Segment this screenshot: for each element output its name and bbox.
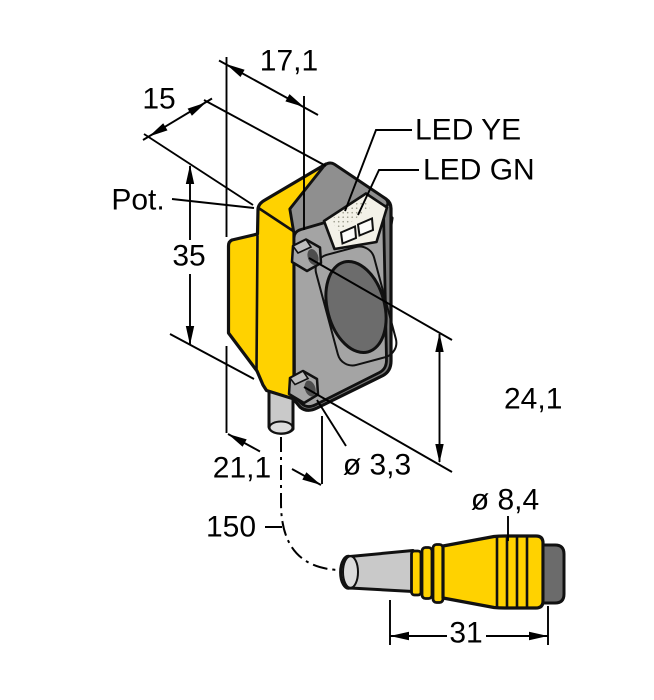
dim-top-depth-ext-upper xyxy=(203,99,327,167)
dim-hole-spacing-arrow-top xyxy=(435,333,444,352)
dim-bottom-depth: 21,1 xyxy=(213,346,323,486)
dim-hole-spacing-ext-top xyxy=(308,257,453,341)
dim-height-arrow-bottom xyxy=(185,326,195,345)
dim-top-depth: 15 xyxy=(142,83,327,206)
dim-height-arrow-top xyxy=(185,165,195,184)
pot-leader xyxy=(171,198,255,209)
led-yellow-leader xyxy=(344,129,412,212)
led-indicator-yellow xyxy=(339,225,358,245)
dim-hole-diameter: ø 3,3 xyxy=(316,399,411,482)
pot-annotation: Pot. xyxy=(111,184,255,217)
dim-bottom-depth-label: 21,1 xyxy=(213,452,271,485)
boot-ring-1 xyxy=(410,549,423,597)
nut-bottom-facet xyxy=(288,369,310,386)
dim-hole-spacing-ext-bottom xyxy=(303,386,453,473)
boot-ring-2 xyxy=(420,546,434,600)
sensor-housing xyxy=(226,161,398,412)
hole-diameter-leader xyxy=(316,399,347,447)
connector-length-label: 31 xyxy=(449,617,482,650)
dim-hole-spacing-arrow-bottom xyxy=(435,444,444,463)
housing-front-left-edge xyxy=(255,234,259,372)
dim-top-width-label: 17,1 xyxy=(260,45,318,78)
hole-diameter-label: ø 3,3 xyxy=(343,449,411,482)
dim-connector-diameter: ø 8,4 xyxy=(471,484,539,541)
dim-bottom-depth-arrow-right xyxy=(302,472,321,485)
connector-length-arrow-right xyxy=(529,631,548,641)
dim-top-width-arrow-right xyxy=(285,94,304,107)
led-green-leader xyxy=(357,169,419,216)
connector-diameter-label: ø 8,4 xyxy=(471,484,539,517)
cable-assembly xyxy=(280,437,566,610)
dim-connector-length: 31 xyxy=(389,600,549,650)
mounting-hole-bottom xyxy=(287,369,320,405)
dim-height-tick-bottom xyxy=(169,333,255,380)
led-window-texture xyxy=(330,199,370,231)
cable-centerline xyxy=(280,437,348,572)
pot-label: Pot. xyxy=(111,184,164,217)
dim-top-width: 17,1 xyxy=(218,45,319,237)
cable-stub-end-face xyxy=(268,420,294,435)
led-annotations: LED YE LED GN xyxy=(344,114,535,216)
dim-top-depth-arrow-lower xyxy=(149,123,168,137)
dim-height: 35 xyxy=(169,165,255,380)
led-indicator-green xyxy=(356,217,375,237)
lens xyxy=(324,259,388,355)
led-yellow-label: LED YE xyxy=(415,114,521,147)
connector-cable-end-face xyxy=(342,555,359,589)
dim-top-width-arrow-left xyxy=(226,64,245,77)
mounting-hole-top xyxy=(290,238,323,273)
dimension-annotations: 17,1 15 Pot. 35 LED YE xyxy=(111,45,562,650)
cable-stub xyxy=(267,386,295,435)
led-window xyxy=(322,192,389,251)
connector-tip xyxy=(541,543,566,605)
led-green-label: LED GN xyxy=(423,154,535,187)
dim-bottom-depth-arrow-left xyxy=(228,434,247,447)
cable-length-label: 150 xyxy=(206,511,256,544)
dim-cable-length: 150 xyxy=(206,511,282,544)
housing-top-front-edge xyxy=(257,206,296,233)
dim-top-depth-ext-lower xyxy=(143,133,254,206)
dim-top-depth-arrow-upper xyxy=(187,102,206,116)
connector-length-arrow-left xyxy=(390,631,409,641)
dim-hole-spacing-label: 24,1 xyxy=(504,383,562,416)
dim-top-depth-label: 15 xyxy=(142,83,175,116)
nut-top-facet xyxy=(291,238,313,255)
dim-hole-spacing: 24,1 xyxy=(303,257,562,473)
dim-height-label: 35 xyxy=(172,240,205,273)
